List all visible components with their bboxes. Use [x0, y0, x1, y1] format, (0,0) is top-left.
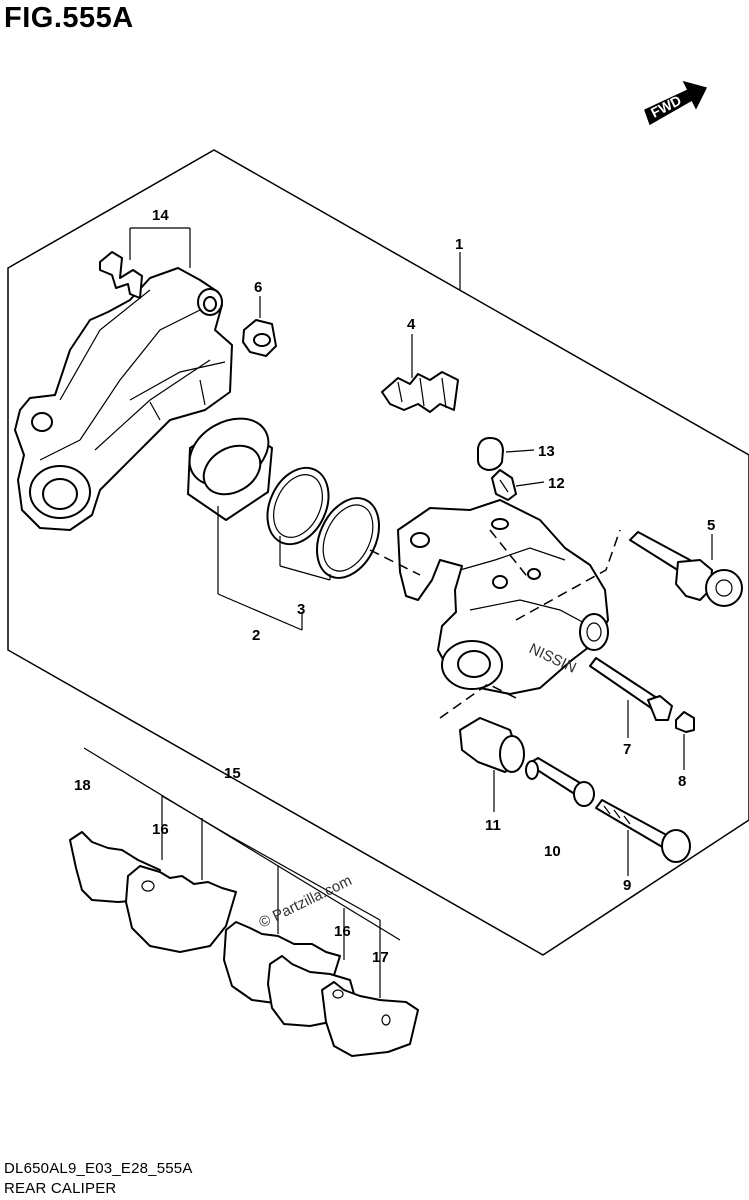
piston	[187, 417, 273, 521]
callout-11: 11	[485, 817, 501, 834]
callout-14: 14	[152, 207, 169, 224]
slide-pin-7	[589, 657, 673, 721]
callout-6: 6	[254, 279, 262, 296]
callout-17: 17	[372, 949, 389, 966]
callout-4: 4	[407, 316, 416, 333]
bleeder-cap	[477, 437, 504, 471]
leader-lines	[129, 227, 713, 998]
fwd-label: FWD	[648, 92, 684, 121]
callout-16b: 16	[334, 923, 351, 940]
forward-arrow-icon	[644, 80, 708, 126]
guide-line-b	[439, 683, 521, 719]
assembly-frame	[7, 149, 749, 956]
callout-1: 1	[455, 236, 463, 253]
caliper-body: NISSIN	[397, 499, 609, 695]
callout-13: 13	[538, 443, 555, 460]
caliper-bracket	[14, 267, 233, 531]
callout-2: 2	[252, 627, 260, 644]
callout-8: 8	[678, 773, 686, 790]
figure-title: FIG.555A	[4, 2, 134, 34]
callout-9: 9	[623, 877, 631, 894]
pin-cap	[675, 711, 695, 733]
brake-pad-set	[69, 747, 419, 1057]
bracket-pin-clip	[99, 251, 143, 299]
callout-5: 5	[707, 517, 715, 534]
callout-10: 10	[544, 843, 561, 860]
caliper-bolt	[595, 799, 691, 863]
guide-line-a	[369, 549, 421, 576]
pad-spring	[381, 371, 459, 413]
callout-18: 18	[74, 777, 91, 794]
bleeder-valve	[491, 469, 517, 501]
callout-15: 15	[224, 765, 241, 782]
slide-pin-5	[629, 531, 743, 607]
callout-12: 12	[548, 475, 565, 492]
sleeve	[525, 757, 595, 807]
piston-seals	[266, 466, 380, 579]
fwd-badge: FWD	[644, 80, 708, 126]
callout-7: 7	[623, 741, 631, 758]
pin-boot	[459, 717, 525, 773]
boot-part	[242, 319, 277, 357]
figure-caption: REAR CALIPER	[4, 1180, 117, 1197]
figure-code: DL650AL9_E03_E28_555A	[4, 1160, 193, 1177]
callout-3: 3	[297, 601, 305, 618]
guide-line-c	[515, 529, 621, 621]
callout-16a: 16	[152, 821, 169, 838]
guide-line-d	[489, 529, 531, 581]
